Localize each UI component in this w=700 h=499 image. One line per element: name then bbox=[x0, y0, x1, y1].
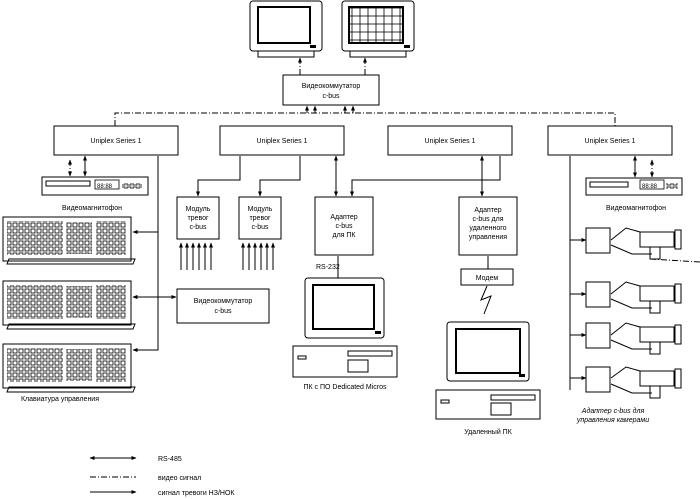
video-switcher-bottom: Видеокоммутатор c-bus bbox=[176, 288, 270, 324]
keyboard-2 bbox=[2, 280, 136, 330]
alarm-inputs bbox=[179, 242, 275, 270]
keyboard-label: Клавиатура управления bbox=[21, 396, 99, 403]
remote-pc-label: Удаленный ПК bbox=[464, 428, 513, 436]
svg-text:удаленного: удаленного bbox=[469, 225, 506, 232]
svg-text:управления: управления bbox=[469, 234, 507, 241]
legend-label-rs485: RS-485 bbox=[158, 456, 182, 463]
svg-text:Видеокоммутатор: Видеокоммутатор bbox=[194, 298, 253, 305]
camera-adapter-label: Адаптер c-bus для bbox=[581, 407, 645, 415]
camera-adapter-3 bbox=[570, 322, 682, 355]
svg-text:88:88: 88:88 bbox=[97, 184, 113, 190]
modem-link bbox=[480, 285, 492, 315]
svg-text:Uniplex Series 1: Uniplex Series 1 bbox=[91, 138, 142, 145]
camera-adapter-label-2: управления камерами bbox=[576, 417, 649, 424]
keyboard-3 bbox=[2, 343, 136, 393]
video-switcher-top: Видеокоммутатор c-bus bbox=[282, 74, 380, 106]
monitor-right-multiscreen bbox=[341, 0, 415, 58]
vcr-right-label: Видеомагнитофон bbox=[606, 205, 666, 212]
camera-adapter-2 bbox=[570, 281, 682, 314]
svg-text:c-bus: c-bus bbox=[251, 224, 269, 231]
svg-text:c-bus для: c-bus для bbox=[472, 216, 503, 223]
svg-text:Модуль: Модуль bbox=[248, 206, 273, 213]
adapter-pc: Адаптер c-bus для ПК bbox=[314, 196, 374, 256]
svg-text:тревог: тревог bbox=[249, 215, 271, 222]
svg-text:тревог: тревог bbox=[187, 215, 209, 222]
svg-text:Адаптер: Адаптер bbox=[330, 214, 357, 221]
svg-text:для ПК: для ПК bbox=[332, 232, 356, 239]
camera-adapter-4 bbox=[570, 366, 682, 399]
remote-pc: Удаленный ПК bbox=[435, 321, 541, 436]
uniplex-4: Uniplex Series 1 bbox=[547, 125, 673, 156]
svg-text:c-bus: c-bus bbox=[189, 224, 207, 231]
video-switcher-top-label: Видеокоммутатор bbox=[302, 83, 361, 90]
vcr-left: 88:88 Видеомагнитофон bbox=[41, 176, 149, 212]
svg-text:Uniplex Series 1: Uniplex Series 1 bbox=[257, 138, 308, 145]
legend: RS-485 видео сигнал сигнал тревоги НЗ/НО… bbox=[89, 456, 235, 497]
svg-text:Модуль: Модуль bbox=[186, 206, 211, 213]
keyboard-1 bbox=[2, 216, 136, 265]
svg-text:88:88: 88:88 bbox=[642, 184, 658, 190]
pc-label: ПК с ПО Dedicated Micros bbox=[304, 384, 387, 391]
svg-text:Адаптер: Адаптер bbox=[474, 207, 501, 214]
pc-dedicated-micros: ПК с ПО Dedicated Micros bbox=[292, 277, 398, 391]
svg-text:Модем: Модем bbox=[476, 275, 499, 282]
svg-text:Uniplex Series 1: Uniplex Series 1 bbox=[585, 138, 636, 145]
svg-text:c-bus: c-bus bbox=[214, 308, 232, 315]
camera-adapter-1 bbox=[570, 227, 682, 260]
alarm-module-2: Модуль тревог c-bus bbox=[238, 196, 282, 240]
adapter-remote: Адаптер c-bus для удаленного управления bbox=[458, 196, 518, 256]
rs232-label: RS-232 bbox=[316, 264, 340, 271]
svg-text:Uniplex Series 1: Uniplex Series 1 bbox=[425, 138, 476, 145]
legend-label-alarm: сигнал тревоги НЗ/НОК bbox=[158, 490, 235, 497]
legend-label-video: видео сигнал bbox=[158, 475, 201, 482]
monitor-left bbox=[249, 0, 323, 58]
vcr-left-label: Видеомагнитофон bbox=[62, 205, 122, 212]
svg-text:c-bus: c-bus bbox=[335, 223, 353, 230]
uniplex-3: Uniplex Series 1 bbox=[387, 125, 513, 156]
video-switcher-top-sub: c-bus bbox=[322, 93, 340, 100]
vcr-right: 88:88 Видеомагнитофон bbox=[585, 177, 683, 212]
modem: Модем bbox=[460, 268, 514, 286]
alarm-module-1: Модуль тревог c-bus bbox=[176, 196, 220, 240]
uniplex-2: Uniplex Series 1 bbox=[219, 125, 345, 156]
uniplex-1: Uniplex Series 1 bbox=[53, 125, 179, 156]
